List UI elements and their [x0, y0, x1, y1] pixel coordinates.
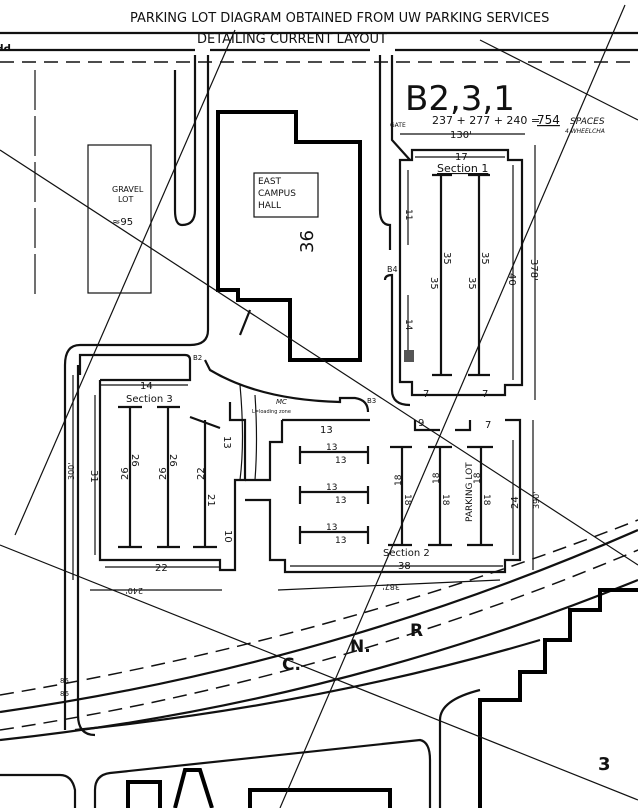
- lot-id: B2,3,1: [405, 79, 515, 119]
- overlay-lines: [0, 4, 638, 808]
- cnr-railway: C. N. R 85 86: [0, 519, 638, 742]
- svg-text:10: 10: [222, 530, 233, 543]
- svg-text:Section 1: Section 1: [437, 162, 488, 175]
- svg-text:14: 14: [403, 319, 413, 331]
- svg-text:13: 13: [326, 523, 337, 533]
- svg-text:31: 31: [88, 470, 99, 483]
- svg-text:≈95: ≈95: [112, 217, 133, 228]
- svg-text:GATE: GATE: [390, 122, 406, 129]
- svg-text:18: 18: [432, 472, 442, 484]
- street-name: PHILLIP: [0, 41, 11, 52]
- svg-text:35: 35: [479, 252, 490, 265]
- section-3: 14 Section 3 26 26 26 26 22 21 31 300' 2…: [67, 353, 376, 595]
- svg-text:240': 240': [126, 586, 143, 595]
- svg-text:22: 22: [196, 467, 207, 480]
- svg-text:18: 18: [473, 472, 483, 484]
- svg-text:86: 86: [60, 690, 69, 698]
- svg-text:7: 7: [482, 389, 488, 400]
- svg-text:18: 18: [394, 474, 404, 486]
- svg-text:13: 13: [335, 496, 346, 506]
- svg-text:L=loading zone: L=loading zone: [252, 409, 291, 415]
- svg-text:130': 130': [450, 130, 472, 141]
- svg-text:17: 17: [455, 152, 468, 163]
- svg-text:MC: MC: [276, 398, 287, 406]
- svg-text:Section 2: Section 2: [383, 548, 430, 559]
- access-roads: [34, 55, 411, 737]
- svg-text:26: 26: [167, 454, 178, 467]
- svg-text:13: 13: [335, 536, 346, 546]
- svg-text:B3: B3: [367, 397, 376, 405]
- capacity-total: 754: [537, 113, 560, 127]
- svg-text:18: 18: [481, 494, 491, 506]
- svg-text:24: 24: [510, 496, 521, 509]
- svg-text:21: 21: [205, 494, 216, 507]
- svg-text:C.: C.: [282, 655, 301, 675]
- svg-text:7: 7: [485, 420, 491, 431]
- svg-text:387': 387': [383, 582, 400, 591]
- corner-number: 3: [598, 754, 611, 775]
- section-1: GATE 130' 17 Section 1 35 35 35 35 11 14…: [387, 122, 539, 400]
- svg-text:HALL: HALL: [258, 201, 281, 211]
- svg-text:35: 35: [466, 277, 477, 290]
- svg-text:CAMPUS: CAMPUS: [258, 189, 296, 199]
- svg-text:PARKING LOT: PARKING LOT: [465, 462, 475, 522]
- svg-text:13: 13: [335, 456, 346, 466]
- svg-text:B4: B4: [387, 265, 398, 274]
- svg-text:18: 18: [402, 494, 412, 506]
- diagram-title: PARKING LOT DIAGRAM OBTAINED FROM UW PAR…: [130, 11, 549, 26]
- svg-text:85: 85: [60, 677, 69, 685]
- svg-text:13: 13: [326, 443, 337, 453]
- section-2: 13 13 13 13 13 13 13 18 18 18 18 18 18 P…: [245, 418, 541, 591]
- svg-text:18: 18: [440, 494, 450, 506]
- svg-text:Section 3: Section 3: [126, 394, 173, 405]
- svg-text:14: 14: [140, 381, 153, 392]
- svg-text:300': 300': [67, 463, 76, 480]
- svg-text:390': 390': [532, 492, 541, 509]
- wheelchair-count: 4 WHEELCHA: [565, 128, 605, 135]
- capacity-formula: 237 + 277 + 240 =: [432, 114, 540, 127]
- svg-text:35: 35: [428, 277, 439, 290]
- svg-text:38: 38: [398, 561, 411, 572]
- phillip-street: PHILLIP: [0, 31, 638, 63]
- svg-text:26: 26: [158, 467, 169, 480]
- capacity-unit: SPACES: [570, 117, 605, 127]
- svg-text:36: 36: [297, 230, 318, 253]
- svg-text:22: 22: [155, 563, 168, 574]
- gravel-lot: GRAVEL LOT ≈95: [87, 144, 152, 294]
- wheelchair-stalls: [404, 350, 414, 362]
- svg-text:B2: B2: [193, 354, 202, 362]
- svg-text:13: 13: [326, 483, 337, 493]
- east-campus-hall-building: EAST CAMPUS HALL 36: [216, 110, 362, 362]
- svg-text:GRAVEL: GRAVEL: [112, 185, 144, 194]
- svg-text:13: 13: [320, 425, 333, 436]
- svg-text:11: 11: [403, 209, 413, 220]
- diagram-subtitle: DETAILING CURRENT LAYOUT: [197, 32, 387, 47]
- svg-text:LOT: LOT: [118, 195, 133, 204]
- svg-text:N.: N.: [350, 637, 371, 657]
- lower-buildings: 3: [0, 588, 638, 808]
- svg-text:26: 26: [129, 454, 140, 467]
- svg-text:40: 40: [506, 273, 517, 286]
- svg-text:EAST: EAST: [258, 177, 282, 187]
- svg-text:26: 26: [120, 467, 131, 480]
- svg-text:378': 378': [528, 259, 539, 281]
- svg-text:13: 13: [221, 436, 232, 449]
- svg-text:35: 35: [441, 252, 452, 265]
- svg-text:7: 7: [423, 389, 429, 400]
- svg-text:R: R: [410, 621, 423, 641]
